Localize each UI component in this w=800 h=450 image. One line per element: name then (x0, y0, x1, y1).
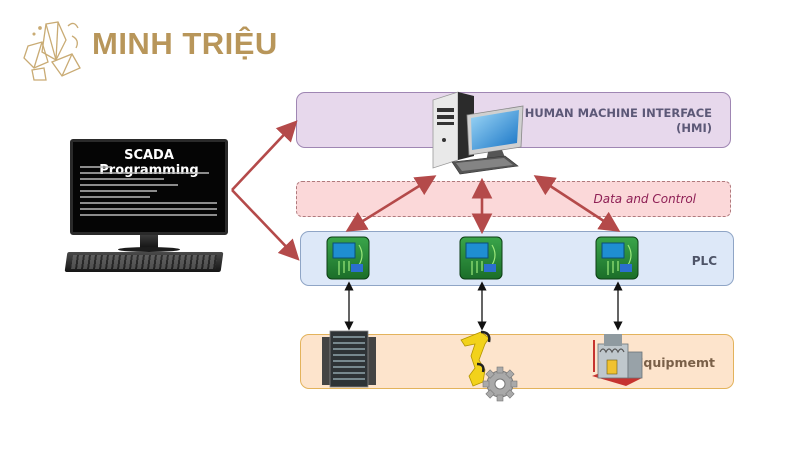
monitor-base (118, 247, 180, 252)
factory-icon (592, 334, 643, 386)
scada-monitor: SCADA Programming (70, 139, 228, 235)
scada-title: SCADA Programming (99, 148, 199, 178)
hmi-label-abbr: (HMI) (676, 121, 712, 135)
circuit-board-icon-1 (326, 236, 370, 280)
circuit-board-icon-3 (595, 236, 639, 280)
server-rack-icon (322, 330, 376, 388)
gear-icon (482, 366, 518, 402)
plc-label: PLC (691, 254, 717, 268)
arrow-scada-to-plc (231, 189, 300, 261)
robot-arm-icon (460, 330, 491, 387)
arrow-scada-to-hmi (231, 120, 298, 191)
brand-name: MINH TRIỆU (92, 26, 278, 61)
desktop-computer-icon (432, 91, 524, 175)
arrow-hmi-plc-right (533, 175, 621, 232)
monitor-stand (140, 235, 158, 249)
hmi-label: HUMAN MACHINE INTERFACE (524, 106, 712, 120)
crystal-logo-icon (23, 21, 81, 81)
circuit-board-icon-2 (459, 236, 503, 280)
scada-code-lines (80, 166, 220, 220)
arrow-hmi-plc-left (345, 175, 437, 232)
plc-layer: PLC (300, 231, 734, 286)
equipment-label: Equipmemt (634, 355, 715, 370)
